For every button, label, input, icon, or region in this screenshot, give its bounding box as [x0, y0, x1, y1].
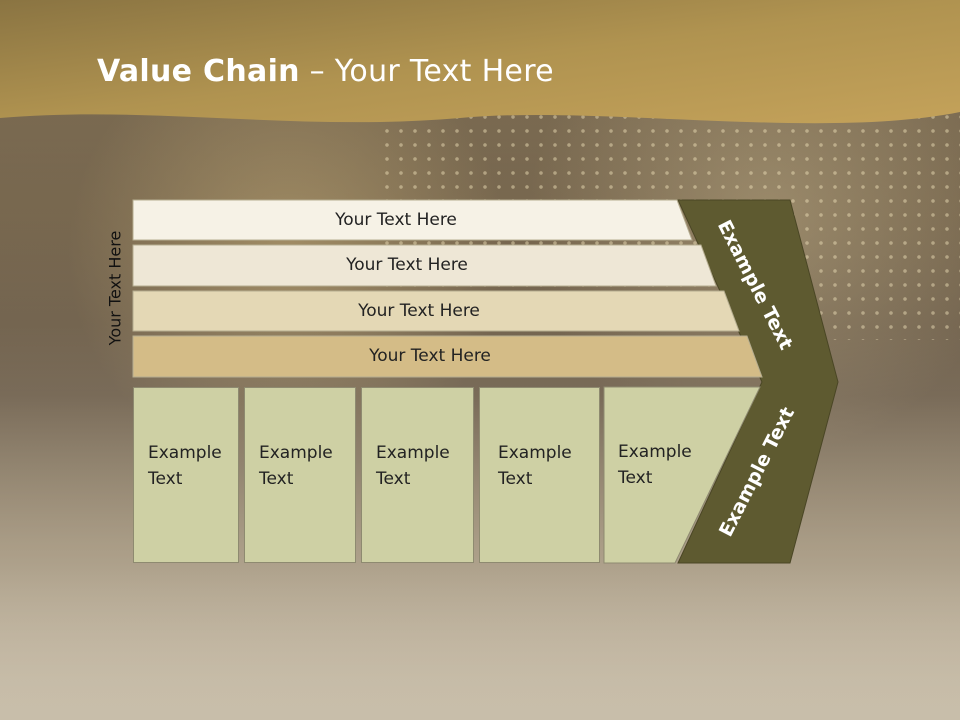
- row-2: Your Text Here: [133, 245, 701, 285]
- row-4: Your Text Here: [133, 336, 747, 376]
- row-4-shape: [132, 335, 763, 378]
- column-2-line1: Example: [259, 443, 333, 463]
- row-2-shape: [132, 244, 717, 287]
- column-4: Example Text: [479, 387, 600, 563]
- column-3: Example Text: [361, 387, 474, 563]
- row-3-shape: [132, 290, 740, 332]
- column-4-line1: Example: [498, 443, 572, 463]
- column-2-line2: Text: [259, 469, 294, 489]
- column-3-line2: Text: [376, 469, 411, 489]
- row-2-label: Your Text Here: [346, 255, 468, 275]
- column-5-shape: [603, 386, 761, 564]
- title-bold: Value Chain: [97, 54, 300, 89]
- column-1: Example Text: [133, 387, 239, 563]
- column-5: Example Text: [604, 387, 754, 563]
- row-1: Your Text Here: [133, 200, 679, 240]
- slide-title: Value Chain – Your Text Here: [97, 54, 554, 89]
- row-4-label: Your Text Here: [369, 346, 491, 366]
- column-3-line1: Example: [376, 443, 450, 463]
- row-3: Your Text Here: [133, 291, 725, 331]
- row-1-label: Your Text Here: [335, 210, 457, 230]
- row-3-label: Your Text Here: [358, 301, 480, 321]
- column-4-line2: Text: [498, 469, 533, 489]
- row-1-shape: [132, 199, 693, 241]
- title-rest: – Your Text Here: [299, 54, 554, 89]
- title-band-shape: [0, 0, 960, 124]
- column-5-line2: Text: [618, 468, 653, 488]
- title-band: Value Chain – Your Text Here: [0, 0, 960, 140]
- column-5-line1: Example: [618, 442, 692, 462]
- column-2: Example Text: [244, 387, 356, 563]
- column-1-line1: Example: [148, 443, 222, 463]
- column-1-line2: Text: [148, 469, 183, 489]
